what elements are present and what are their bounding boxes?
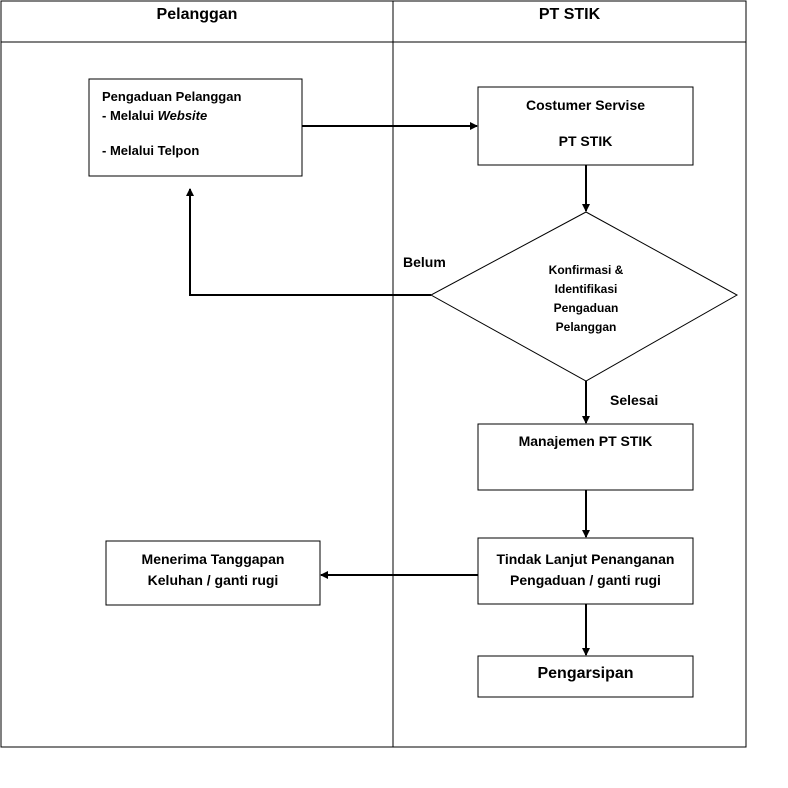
swimlane-frame (0, 0, 747, 748)
archive-label: Pengarsipan (537, 665, 634, 682)
follow-up-line-1: Tindak Lanjut Penanganan (496, 551, 675, 567)
lane-header-pelanggan: Pelanggan (156, 6, 238, 23)
complaint-box (88, 78, 303, 177)
complaint-telpon-line: - Melalui Telpon (102, 143, 200, 158)
decision-line: Pengaduan (553, 301, 619, 315)
follow-up-label: Tindak Lanjut Penanganan Pengaduan / gan… (478, 549, 693, 591)
edge-label-belum: Belum (403, 254, 446, 270)
management-label: Manajemen PT STIK (518, 433, 653, 449)
complaint-website-italic: Website (157, 108, 208, 123)
complaint-title: Pengaduan Pelanggan (102, 89, 242, 104)
edge-label-selesai: Selesai (610, 392, 659, 408)
cs-label-2: PT STIK (558, 133, 613, 149)
lane-header-pt-stik: PT STIK (538, 6, 601, 23)
complaint-website-line: - Melalui Website (102, 107, 207, 125)
management-box (477, 423, 694, 491)
decision-label: Konfirmasi & Identifikasi Pengaduan Pela… (500, 261, 672, 337)
receive-box (105, 540, 321, 606)
archive-box (477, 655, 694, 698)
decision-line: Identifikasi (554, 282, 618, 296)
receive-line-1: Menerima Tanggapan (141, 551, 285, 567)
cs-label-1: Costumer Servise (525, 97, 646, 113)
decision-line: Pelanggan (555, 320, 617, 334)
receive-line-2: Keluhan / ganti rugi (147, 572, 279, 588)
receive-label: Menerima Tanggapan Keluhan / ganti rugi (106, 549, 320, 591)
follow-up-box (477, 537, 694, 605)
decision-line: Konfirmasi & (548, 263, 624, 277)
arrow-decision-no (186, 188, 431, 296)
complaint-website-prefix: - Melalui (102, 108, 158, 123)
customer-service-box (477, 86, 694, 166)
follow-up-line-2: Pengaduan / ganti rugi (510, 572, 661, 588)
